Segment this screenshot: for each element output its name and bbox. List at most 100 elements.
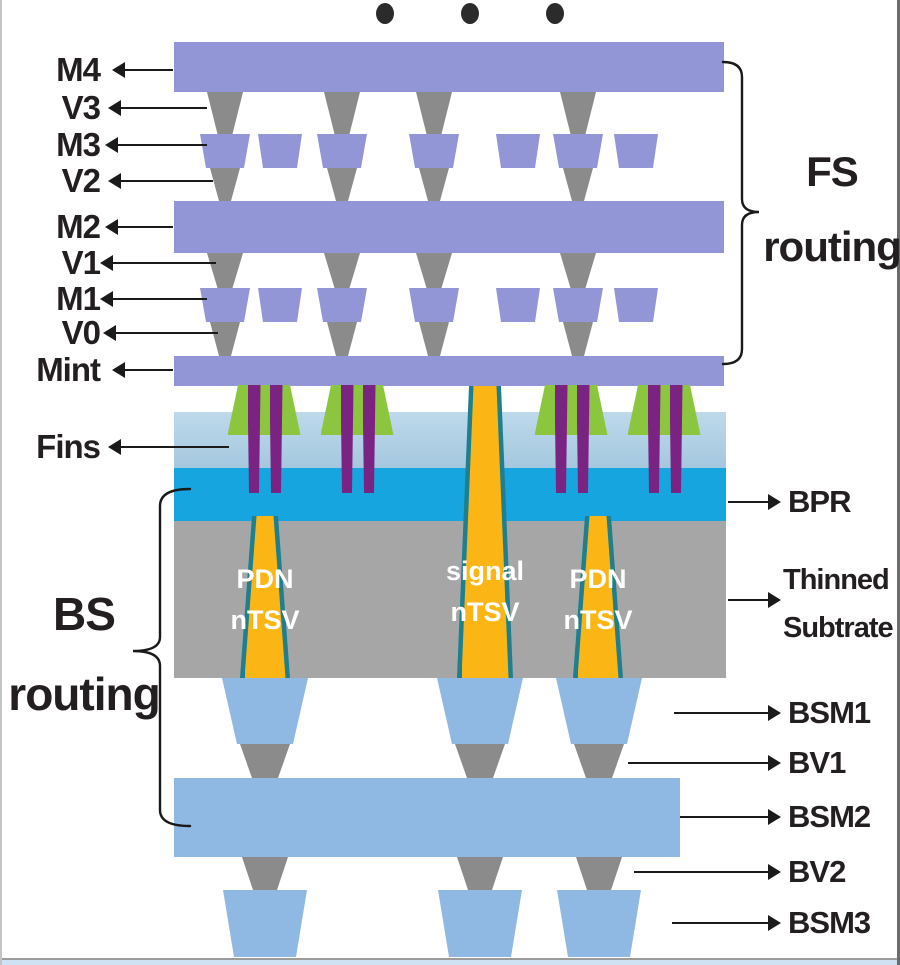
via-v2-3 [419, 168, 449, 201]
via-v3-1 [207, 92, 243, 134]
label-pdn-ntsv-left-line2: nTSV [230, 605, 300, 635]
fin-3b [576, 385, 590, 493]
label-bv2: BV2 [788, 854, 846, 889]
bv2-arrow-line [634, 871, 769, 873]
label-m4: M4 [56, 51, 101, 88]
bpr-arrow-line [728, 501, 769, 503]
bv1-via-2 [455, 744, 505, 778]
bsm3-pad-3 [557, 890, 641, 957]
bsm2-metal-bar [174, 778, 680, 857]
m4-arrowhead [112, 62, 125, 78]
v2-arrow-line [119, 180, 213, 182]
label-fs-routing: routing [763, 223, 900, 270]
fin-2b [362, 385, 376, 493]
label-bsm3: BSM3 [788, 905, 871, 940]
bsm3-pad-1 [223, 890, 307, 957]
v0-arrow-line [114, 332, 218, 334]
m3-island-1 [200, 134, 250, 168]
bsm2-arrowhead [768, 809, 781, 825]
via-v0-1 [210, 322, 240, 356]
gate-2 [320, 385, 394, 435]
m4-metal-bar [174, 42, 724, 92]
label-v0: V0 [61, 314, 101, 351]
bsm1-arrow-line [674, 712, 769, 714]
label-thinned-line1: Thinned [783, 564, 890, 596]
bv2-via-3 [576, 857, 622, 890]
v3-arrow-line [119, 107, 207, 109]
v1-arrow-line [111, 262, 216, 264]
bsm3-pad-2 [438, 890, 522, 957]
bv1-via-1 [240, 744, 290, 778]
continuation-dot-1 [376, 3, 394, 24]
label-fins: Fins [36, 428, 101, 465]
label-pdn-ntsv-left-line1: PDN [236, 564, 294, 594]
label-signal-ntsv-line2: nTSV [450, 597, 520, 627]
label-bv1: BV1 [788, 745, 846, 780]
via-v0-3 [419, 322, 449, 356]
m3-island-7 [614, 134, 658, 168]
v2-arrowhead [108, 173, 121, 189]
bsm1-pad-2 [437, 678, 523, 744]
m1-island-7 [614, 288, 658, 322]
v0-arrowhead [103, 325, 116, 341]
bsm3-arrowhead [768, 915, 781, 931]
m1-arrow-line [111, 298, 207, 300]
continuation-dot-2 [461, 3, 479, 24]
bsm3-arrow-line [672, 922, 769, 924]
label-m3: M3 [56, 126, 101, 163]
continuation-dot-3 [546, 3, 564, 24]
mint-arrowhead [112, 362, 125, 378]
m1-island-5 [496, 288, 540, 322]
bsm1-pad-1 [222, 678, 308, 744]
m1-island-4 [409, 288, 459, 322]
thinned-substrate-arrowhead [768, 592, 781, 608]
label-v3: V3 [61, 89, 101, 126]
m3-island-3 [317, 134, 367, 168]
m3-island-5 [496, 134, 540, 168]
fins-arrowhead [108, 439, 121, 455]
label-pdn-ntsv-right-line2: nTSV [563, 605, 633, 635]
gate-4 [627, 385, 701, 435]
v3-arrowhead [108, 100, 121, 116]
bottom-strip [0, 960, 900, 965]
fin-1a [247, 385, 261, 493]
m3-island-6 [553, 134, 603, 168]
gate-3 [534, 385, 608, 435]
m2-metal-bar [174, 201, 724, 253]
label-thinned-line2: Subtrate [783, 612, 894, 644]
bpr-arrowhead [768, 494, 781, 510]
via-v2-2 [327, 168, 357, 201]
fin-1b [269, 385, 283, 493]
label-v1: V1 [61, 244, 101, 281]
m3-arrow-line [116, 144, 207, 146]
label-pdn-ntsv-left: PDN nTSV [195, 559, 335, 641]
m3-island-4 [409, 134, 459, 168]
m3-arrowhead [105, 137, 118, 153]
m1-island-1 [200, 288, 250, 322]
label-bsm1: BSM1 [788, 695, 871, 730]
mint-arrow-line [123, 369, 173, 371]
label-bs-routing: routing [8, 668, 160, 720]
mint-metal-bar [174, 356, 724, 386]
label-bsm2: BSM2 [788, 799, 871, 834]
label-bs: BS [53, 588, 116, 640]
via-v3-4 [560, 92, 596, 134]
label-signal-ntsv-line1: signal [445, 556, 525, 586]
via-v1-1 [207, 253, 243, 288]
via-v1-2 [324, 253, 360, 288]
bv1-arrow-line [628, 762, 769, 764]
fin-2a [340, 385, 354, 493]
label-fs: FS [806, 148, 859, 195]
bottom-divider-line [0, 958, 900, 960]
via-v1-4 [560, 253, 596, 288]
via-v3-3 [416, 92, 452, 134]
bsm2-arrow-line [680, 816, 769, 818]
label-m2: M2 [56, 208, 101, 245]
via-v1-3 [416, 253, 452, 288]
label-bpr: BPR [788, 484, 851, 519]
thinned-substrate-arrow-line [728, 599, 769, 601]
m1-arrowhead [100, 291, 113, 307]
m3-island-2 [258, 134, 302, 168]
fin-3a [554, 385, 568, 493]
